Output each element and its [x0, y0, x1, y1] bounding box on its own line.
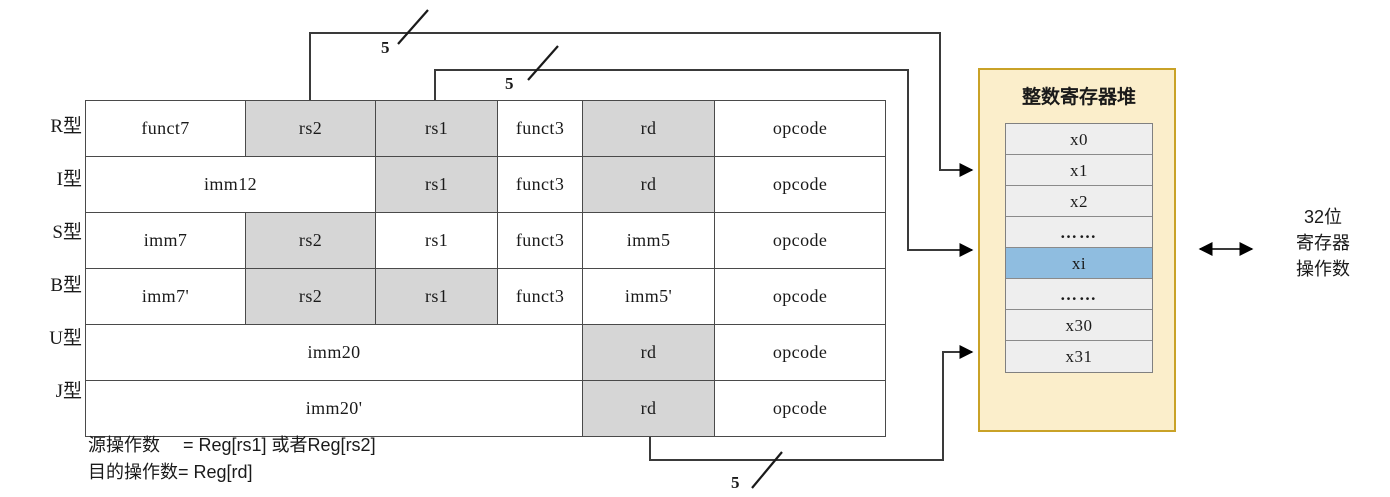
rs2-bus-slash [397, 9, 429, 45]
field-cell-rs2: rs2 [245, 212, 377, 269]
field-cell-opcode: opcode [714, 268, 887, 325]
field-cell-imm20: imm20' [84, 380, 584, 437]
register-file-title: 整数寄存器堆 [1021, 87, 1136, 108]
field-cell-rs1: rs1 [375, 268, 499, 325]
register-cell: x31 [1006, 341, 1152, 372]
row-label-r: R型 [50, 116, 82, 137]
field-cell-imm7: imm7' [84, 268, 247, 325]
field-cell-funct7: funct7 [84, 100, 247, 157]
field-cell-rs1: rs1 [375, 212, 499, 269]
field-cell-rs1: rs1 [375, 100, 499, 157]
register-cell: x2 [1006, 186, 1152, 217]
field-cell-imm5: imm5 [582, 212, 716, 269]
field-cell-rd: rd [582, 100, 716, 157]
field-cell-funct3: funct3 [497, 156, 584, 213]
register-cell: x30 [1006, 310, 1152, 341]
operand-label-line1: 32位 [1303, 207, 1343, 227]
rd-bus-slash [751, 451, 783, 489]
field-cell-rs1: rs1 [375, 156, 499, 213]
register-cell: x0 [1006, 124, 1152, 155]
field-cell-opcode: opcode [714, 324, 887, 381]
field-cell-imm20: imm20 [84, 324, 584, 381]
field-cell-rd: rd [582, 324, 716, 381]
field-cell-opcode: opcode [714, 100, 887, 157]
rs1-bus-slash [527, 45, 559, 81]
register-cell: x1 [1006, 155, 1152, 186]
operand-width-label: 32位 寄存器 操作数 [1268, 204, 1378, 282]
row-label-b: B型 [50, 275, 82, 296]
row-label-u: U型 [49, 328, 82, 349]
register-cell: …… [1006, 217, 1152, 248]
field-cell-funct3: funct3 [497, 268, 584, 325]
row-label-s: S型 [52, 222, 82, 243]
field-cell-rd: rd [582, 156, 716, 213]
caption-dest-operand: 目的操作数= Reg[rd] [88, 462, 253, 482]
field-cell-opcode: opcode [714, 156, 887, 213]
register-cell: …… [1006, 279, 1152, 310]
field-cell-imm7: imm7 [84, 212, 247, 269]
operand-caption: 源操作数 = Reg[rs1] 或者Reg[rs2] 目的操作数= Reg[rd… [88, 432, 376, 486]
rd-bus-label: 5 [731, 473, 740, 492]
field-cell-imm5: imm5' [582, 268, 716, 325]
row-label-i: I型 [56, 169, 82, 190]
field-cell-funct3: funct3 [497, 100, 584, 157]
operand-label-line3: 操作数 [1296, 259, 1350, 280]
row-label-j: J型 [55, 381, 82, 402]
operand-label-line2: 寄存器 [1296, 233, 1350, 254]
field-cell-opcode: opcode [714, 212, 887, 269]
field-cell-rs2: rs2 [245, 100, 377, 157]
rs2-bus-label: 5 [381, 38, 390, 57]
rs1-bus-label: 5 [505, 74, 514, 93]
field-cell-imm12: imm12 [84, 156, 377, 213]
field-cell-rs2: rs2 [245, 268, 377, 325]
field-cell-opcode: opcode [714, 380, 887, 437]
field-cell-funct3: funct3 [497, 212, 584, 269]
field-cell-rd: rd [582, 380, 716, 437]
register-cell: xi [1006, 248, 1152, 279]
caption-source-operand: 源操作数 = Reg[rs1] 或者Reg[rs2] [88, 435, 376, 455]
